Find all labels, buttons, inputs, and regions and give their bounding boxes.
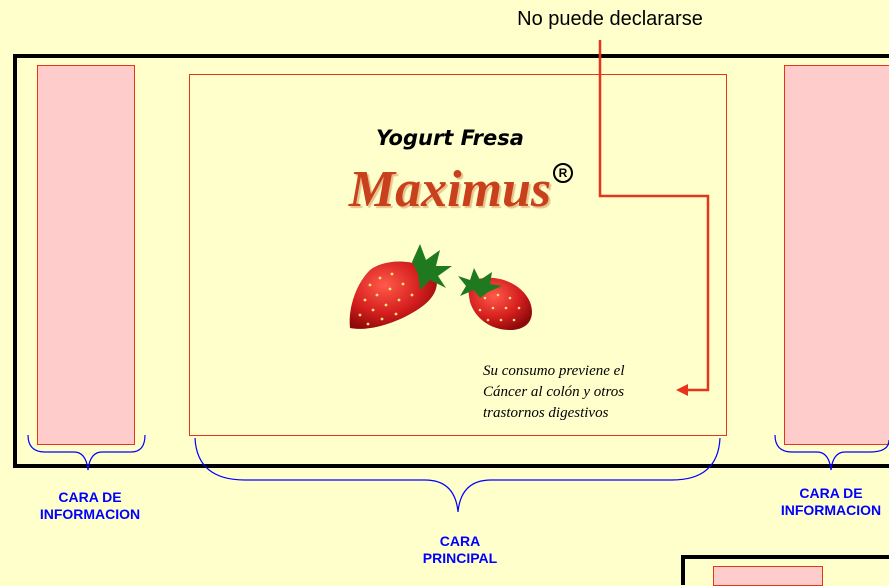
right-info-panel <box>784 65 889 445</box>
label-line: INFORMACION <box>39 506 141 522</box>
main-panel-label: CARA PRINCIPAL <box>390 533 530 567</box>
braces-layer <box>27 434 889 513</box>
product-name: Yogurt Fresa <box>376 126 524 150</box>
large-strawberry <box>349 244 452 329</box>
strawberry-illustration <box>349 244 532 330</box>
right-info-brace <box>774 434 889 471</box>
claim-line: Cáncer al colón y otros <box>483 384 625 400</box>
brand-name: Maximus <box>348 161 552 218</box>
label-line: CARA DE <box>799 485 863 501</box>
health-claim: Su consumo previene el Cáncer al colón y… <box>483 361 683 424</box>
second-package-panel <box>713 566 823 586</box>
label-line: CARA <box>439 533 481 549</box>
right-info-label: CARA DE INFORMACION <box>761 485 889 519</box>
main-panel-brace <box>194 437 721 513</box>
claim-line: trastornos digestivos <box>483 405 609 421</box>
label-line: PRINCIPAL <box>422 550 498 566</box>
label-line: CARA DE <box>58 489 122 505</box>
main-front-panel <box>189 74 727 436</box>
label-line: INFORMACION <box>780 502 882 518</box>
registered-trademark-icon: R <box>553 163 573 183</box>
left-info-brace <box>27 434 146 471</box>
claim-line: Su consumo previene el <box>483 363 625 379</box>
package-outline <box>13 54 889 468</box>
left-info-label: CARA DE INFORMACION <box>20 489 160 523</box>
left-info-panel <box>37 65 135 445</box>
annotation-text: No puede declararse <box>517 8 703 30</box>
arrowhead-icon <box>676 384 688 396</box>
small-strawberry <box>458 268 532 330</box>
connector-arrow <box>598 40 710 396</box>
